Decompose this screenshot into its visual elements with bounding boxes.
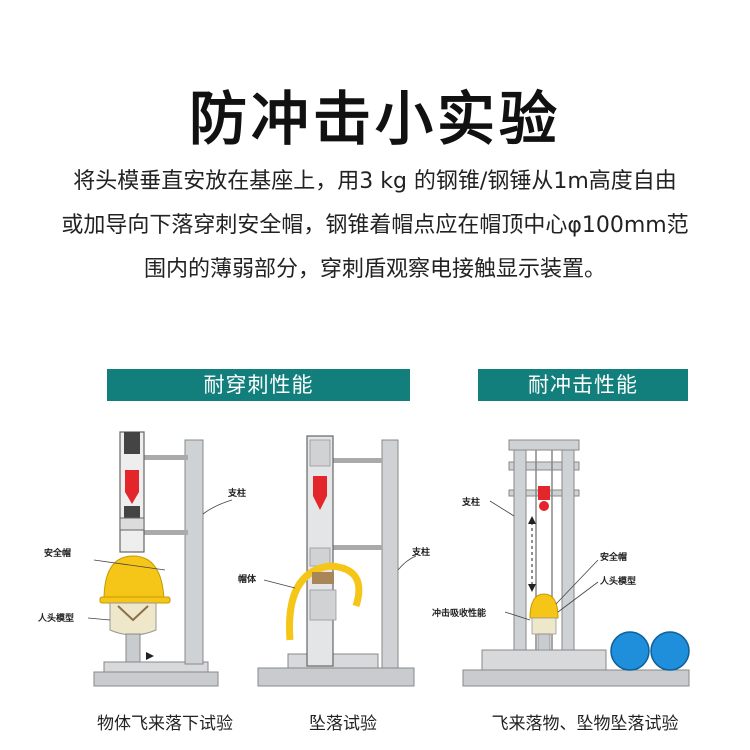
diagram-falling-object <box>87 431 233 687</box>
base-platform <box>257 667 415 687</box>
striker <box>538 486 550 500</box>
upper-arm <box>330 458 382 463</box>
head-model <box>531 617 557 635</box>
ball-icon <box>610 631 650 671</box>
frame-top <box>508 439 580 451</box>
guide-ring <box>119 517 145 531</box>
page-title: 防冲击小实验 <box>188 85 561 153</box>
description-line: 将头模垂直安放在基座上，用3 kg 的钢锥/钢锤从1m高度自由 <box>73 169 677 194</box>
label-shell: 帽体 <box>238 573 257 585</box>
description-line: 围内的薄弱部分，穿刺盾观察电接触显示装置。 <box>143 257 606 282</box>
lower-arm <box>140 530 188 535</box>
frame-crossbar <box>508 461 580 471</box>
label-pillar-3: 支柱 <box>461 496 480 508</box>
description-line: 或加导向下落穿刺安全帽，钢锥着帽点应在帽顶中心φ100mm范 <box>61 213 689 238</box>
helmet <box>529 593 559 619</box>
helmet <box>103 555 165 601</box>
pillar <box>381 439 399 669</box>
ball-icon <box>650 631 690 671</box>
arrow-down-icon <box>528 584 536 592</box>
upper-arm <box>140 455 188 460</box>
section-banner-impact: 耐冲击性能 <box>478 369 688 401</box>
pillar-right <box>561 449 575 651</box>
head-stand <box>125 633 141 663</box>
striker-tip <box>539 501 549 511</box>
label-helmet-3: 安全帽 <box>600 551 627 563</box>
striker <box>313 476 327 510</box>
diagram-impact-test <box>462 439 690 687</box>
base-platform <box>462 669 690 687</box>
base-plate <box>103 661 209 673</box>
chin-strap <box>117 605 149 622</box>
lower-arm <box>330 545 382 550</box>
caption-drop-test: 坠落试验 <box>309 714 377 734</box>
diagram-drop-test <box>257 435 417 687</box>
label-absorb: 冲击吸收性能 <box>432 607 486 619</box>
description: 将头模垂直安放在基座上，用3 kg 的钢锥/钢锤从1m高度自由 或加导向下落穿刺… <box>20 160 730 292</box>
section-banner-penetration: 耐穿刺性能 <box>107 369 410 401</box>
label-head-model-1: 人头模型 <box>37 612 74 624</box>
base-platform <box>93 671 219 687</box>
pillar <box>184 439 204 665</box>
shell-pad <box>312 572 334 584</box>
label-pillar-1: 支柱 <box>227 487 246 499</box>
caption-impact-test: 飞来落物、坠物坠落试验 <box>491 714 679 734</box>
guide-cap <box>124 432 140 454</box>
label-pillar-2: 支柱 <box>411 546 430 558</box>
base-plate <box>481 649 607 671</box>
helmet-brim <box>99 596 171 604</box>
caption-falling-object: 物体飞来落下试验 <box>97 714 233 734</box>
helmet-shell <box>286 562 363 641</box>
pillar-left <box>513 449 527 651</box>
arrow-icon <box>146 652 154 660</box>
arrow-up-icon <box>528 516 536 524</box>
striker <box>125 470 139 504</box>
label-head-model-3: 人头模型 <box>599 575 636 587</box>
label-helmet-1: 安全帽 <box>44 547 71 559</box>
